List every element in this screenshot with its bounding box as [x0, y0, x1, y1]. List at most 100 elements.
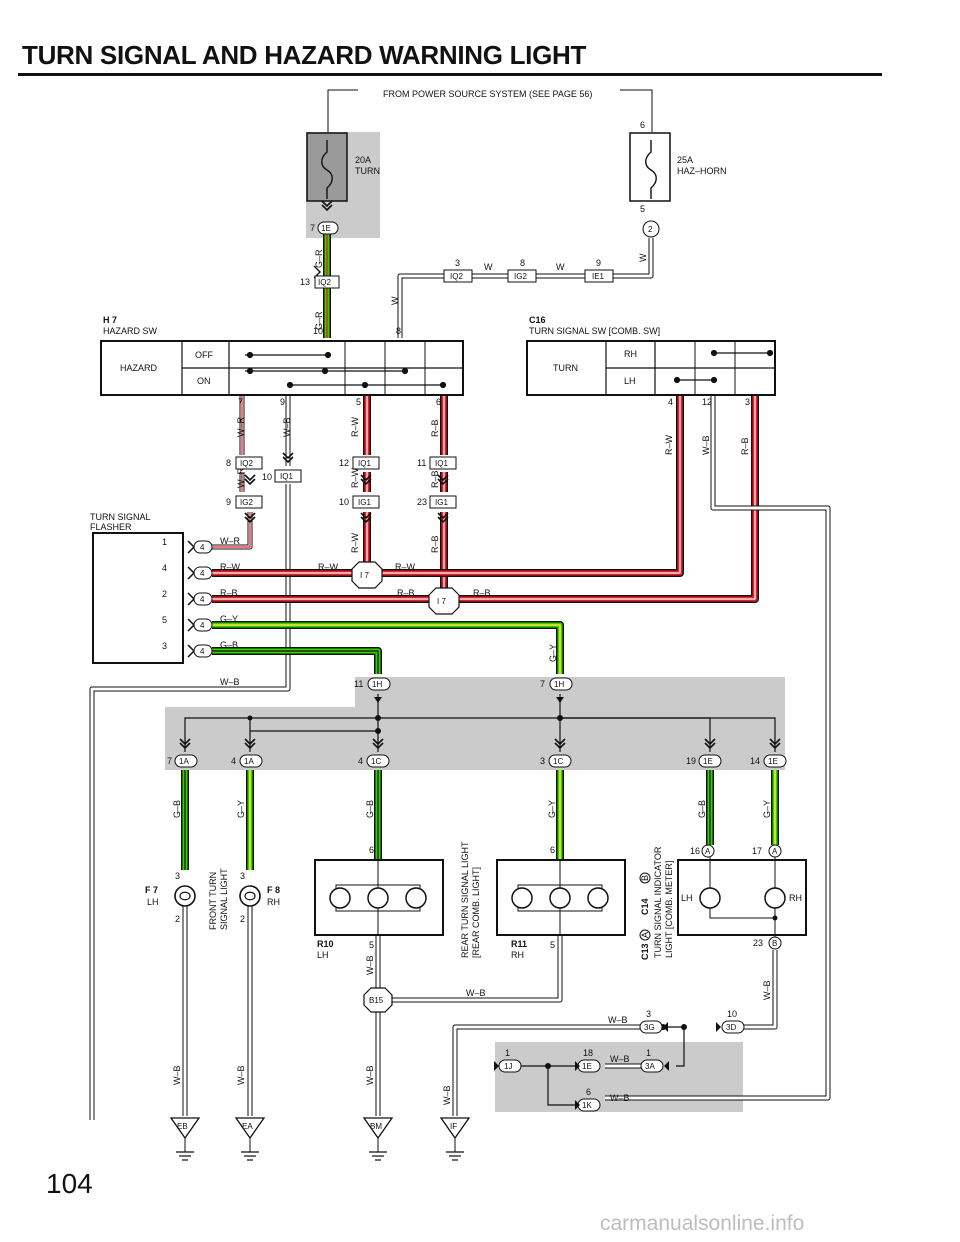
svg-text:1C: 1C: [553, 757, 563, 766]
ground-bm: BM: [370, 1122, 382, 1131]
wire-labels: G–R G–R W W W W W–R W–B R–W R–B W–R R–W …: [172, 249, 772, 1105]
r10-code: R10: [317, 939, 334, 949]
wire-bundle: [89, 222, 831, 1120]
svg-text:B15: B15: [369, 996, 384, 1005]
svg-text:9: 9: [596, 258, 601, 268]
r11-side: RH: [511, 950, 524, 960]
svg-text:W–B: W–B: [762, 980, 772, 1000]
svg-text:2: 2: [240, 914, 245, 924]
indicator-b-badge: [639, 872, 651, 884]
f8-side: RH: [267, 897, 280, 907]
turn-label: TURN: [553, 363, 578, 373]
turn-signal-indicator: [677, 857, 807, 937]
svg-text:16: 16: [690, 846, 700, 856]
svg-text:3: 3: [175, 871, 180, 881]
pin-label: 6: [640, 120, 645, 130]
svg-text:A: A: [772, 847, 778, 856]
svg-text:8: 8: [226, 458, 231, 468]
svg-text:1E: 1E: [321, 224, 331, 233]
svg-text:W–B: W–B: [610, 1093, 630, 1103]
svg-text:1: 1: [162, 537, 167, 547]
svg-text:8: 8: [396, 326, 401, 336]
svg-text:1H: 1H: [372, 680, 382, 689]
fuse-turn-name: TURN: [355, 166, 380, 176]
turn-sw-code: C16: [529, 315, 546, 325]
indicator-lh: LH: [681, 893, 693, 903]
svg-text:W–B: W–B: [236, 1065, 246, 1085]
svg-text:6: 6: [436, 397, 441, 407]
svg-text:4: 4: [358, 756, 363, 766]
svg-text:13: 13: [300, 277, 310, 287]
indicator-a-badge: [639, 929, 651, 941]
svg-text:A: A: [705, 847, 711, 856]
junction-dot: [772, 915, 778, 921]
pin-label: 5: [640, 204, 645, 214]
svg-text:W–B: W–B: [365, 1065, 375, 1085]
ground-points: [169, 1117, 471, 1161]
fuse-haz-name: HAZ–HORN: [677, 166, 727, 176]
indicator-c13: C13: [640, 943, 650, 960]
svg-text:4: 4: [231, 756, 236, 766]
svg-text:7: 7: [167, 756, 172, 766]
ground-if: IF: [450, 1122, 457, 1131]
svg-text:3: 3: [455, 258, 460, 268]
svg-text:G–Y: G–Y: [762, 800, 772, 818]
front-light-label: SIGNAL LIGHT: [219, 868, 229, 930]
hazard-switch: [100, 340, 464, 396]
svg-text:G–B: G–B: [365, 800, 375, 818]
svg-text:1E: 1E: [703, 757, 713, 766]
svg-text:17: 17: [752, 846, 762, 856]
svg-text:4: 4: [200, 595, 205, 604]
svg-text:9: 9: [280, 397, 285, 407]
svg-text:R–B: R–B: [473, 588, 491, 598]
svg-text:3A: 3A: [645, 1062, 655, 1071]
svg-text:W: W: [556, 262, 565, 272]
svg-text:1K: 1K: [582, 1101, 592, 1110]
svg-text:1: 1: [505, 1048, 510, 1058]
svg-text:4: 4: [200, 621, 205, 630]
turn-sw-name: TURN SIGNAL SW [COMB. SW]: [529, 326, 660, 336]
svg-text:6: 6: [550, 845, 555, 855]
svg-text:W–B: W–B: [610, 1054, 630, 1064]
svg-text:R–W: R–W: [220, 562, 241, 572]
indicator-c14: C14: [640, 898, 650, 915]
indicator-a: A: [640, 932, 650, 938]
svg-text:5: 5: [550, 940, 555, 950]
ground-eb: EB: [177, 1122, 188, 1131]
hazard-label: HAZARD: [120, 363, 158, 373]
svg-text:IQ1: IQ1: [280, 472, 293, 481]
svg-text:10: 10: [313, 326, 323, 336]
svg-text:G–Y: G–Y: [220, 614, 238, 624]
svg-text:R–B: R–B: [430, 470, 440, 488]
svg-text:14: 14: [750, 756, 760, 766]
svg-text:IQ1: IQ1: [435, 459, 448, 468]
svg-text:IQ2: IQ2: [318, 278, 331, 287]
svg-text:10: 10: [339, 497, 349, 507]
svg-text:1A: 1A: [244, 757, 254, 766]
ground-ea: EA: [242, 1122, 253, 1131]
svg-text:W: W: [484, 262, 493, 272]
svg-text:W–R: W–R: [236, 468, 246, 489]
svg-text:R–W: R–W: [350, 532, 360, 553]
svg-text:7: 7: [238, 397, 243, 407]
svg-text:3: 3: [540, 756, 545, 766]
svg-text:8: 8: [520, 258, 525, 268]
fuse-turn: [306, 132, 348, 202]
svg-text:6: 6: [586, 1087, 591, 1097]
svg-text:R–W: R–W: [350, 467, 360, 488]
turn-signal-flasher: [92, 532, 184, 664]
svg-text:W–R: W–R: [236, 417, 246, 438]
svg-text:IG2: IG2: [514, 272, 527, 281]
indicator-label: TURN SIGNAL INDICATOR: [653, 846, 663, 958]
svg-text:12: 12: [702, 397, 712, 407]
pin-numbers: 7 13 10 8 3 8 9 7 9 5 6 4 12 3 8 10 12 1…: [162, 223, 763, 1097]
page-number: 104: [46, 1168, 93, 1199]
svg-text:23: 23: [753, 938, 763, 948]
hazard-sw-code: H 7: [103, 315, 117, 325]
svg-text:B: B: [772, 939, 777, 948]
svg-text:1E: 1E: [582, 1062, 592, 1071]
svg-text:19: 19: [686, 756, 696, 766]
svg-text:R–W: R–W: [318, 562, 339, 572]
svg-text:IQ2: IQ2: [240, 459, 253, 468]
